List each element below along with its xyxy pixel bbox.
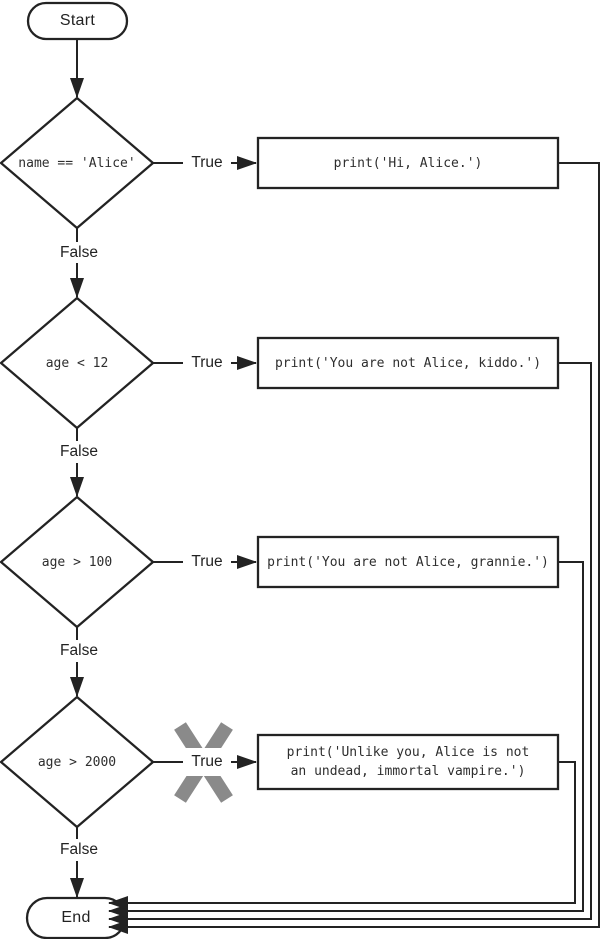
false-label-2: False	[55, 442, 103, 462]
decision-condition-4: age > 2000	[37, 754, 117, 770]
action-code-2: print('You are not Alice, kiddo.')	[274, 355, 542, 371]
action-code-4-line-1: print('Unlike you, Alice is not	[286, 745, 530, 760]
connector-box1-to-end	[108, 162, 600, 934]
false-label-3: False	[55, 641, 103, 661]
true-label-2: True	[183, 353, 231, 373]
decision-condition-3: age > 100	[41, 554, 113, 570]
connector-box3-to-end	[108, 561, 584, 918]
action-code-4: print('Unlike you, Alice is not an undea…	[258, 735, 558, 789]
start-label: Start	[59, 12, 96, 29]
decision-condition-2: age < 12	[45, 355, 109, 371]
action-code-3: print('You are not Alice, grannie.')	[267, 554, 549, 570]
false-label-1: False	[55, 243, 103, 263]
action-box-4	[256, 733, 560, 791]
true-label-4: True	[183, 752, 231, 772]
action-code-4-line-2: an undead, immortal vampire.')	[290, 764, 526, 779]
decision-condition-1: name == 'Alice'	[18, 155, 136, 171]
connector-box4-to-end	[108, 761, 576, 910]
true-label-1: True	[183, 153, 231, 173]
true-label-3: True	[183, 552, 231, 572]
action-code-1: print('Hi, Alice.')	[333, 155, 483, 171]
connector-box2-to-end	[108, 362, 592, 926]
false-label-4: False	[55, 840, 103, 860]
end-label: End	[61, 909, 91, 926]
